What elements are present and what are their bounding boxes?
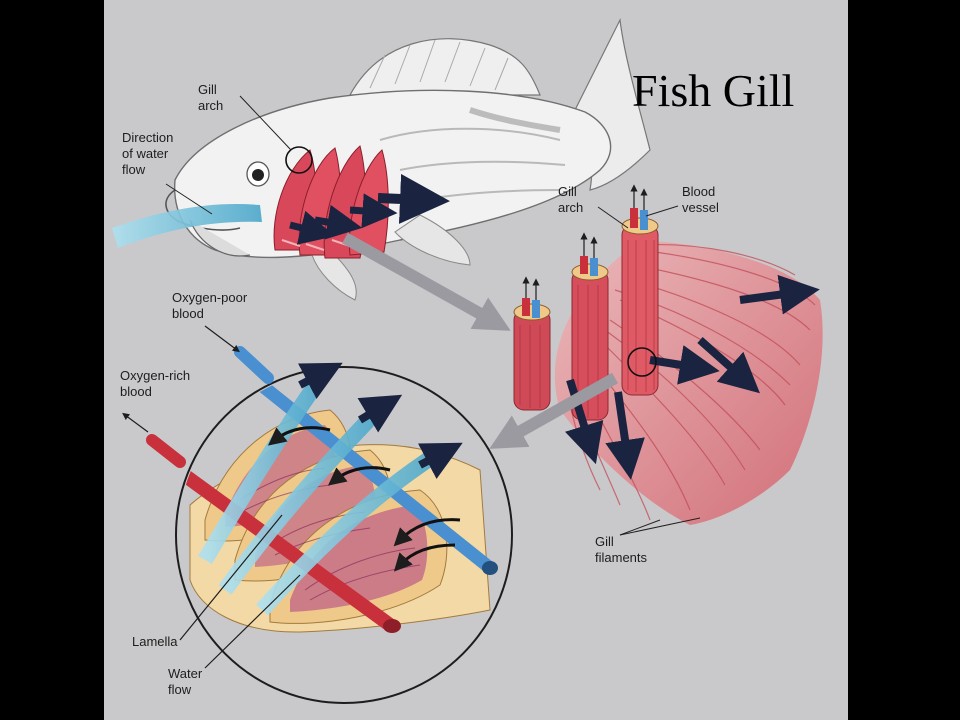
gill-arch-highlight [285,146,313,174]
page-title: Fish Gill [632,65,795,116]
label-gill-arch-mid: Gill arch [558,184,583,215]
label-oxygen-poor: Oxygen-poor blood [172,290,251,321]
label-lamella: Lamella [132,634,178,649]
filament-bundle [513,217,823,525]
lamella-detail-circle [175,362,513,704]
water-flow-arrow [565,274,820,480]
zoom-arrow-gills [342,232,511,331]
water-flow-arrow [289,173,450,245]
label-water-direction: Direction of water flow [122,130,177,177]
label-oxygen-rich: Oxygen-rich blood [120,368,194,399]
zoom-arrow-lamella [489,372,618,449]
oxygen-poor-vessel [234,346,274,384]
water-flow-arrow [112,204,262,248]
label-water-flow: Water flow [168,666,206,697]
oxygen-rich-vessel [146,434,186,468]
label-gill-filaments: Gill filaments [595,534,648,565]
fish-body [165,17,651,301]
blood-vessel [522,184,648,318]
detail-leaders [122,325,301,669]
label-blood-vessel: Blood vessel [682,184,719,215]
label-leaders [597,205,701,536]
filament-highlight [627,347,657,377]
label-gill-arch-top: Gill arch [198,82,223,113]
